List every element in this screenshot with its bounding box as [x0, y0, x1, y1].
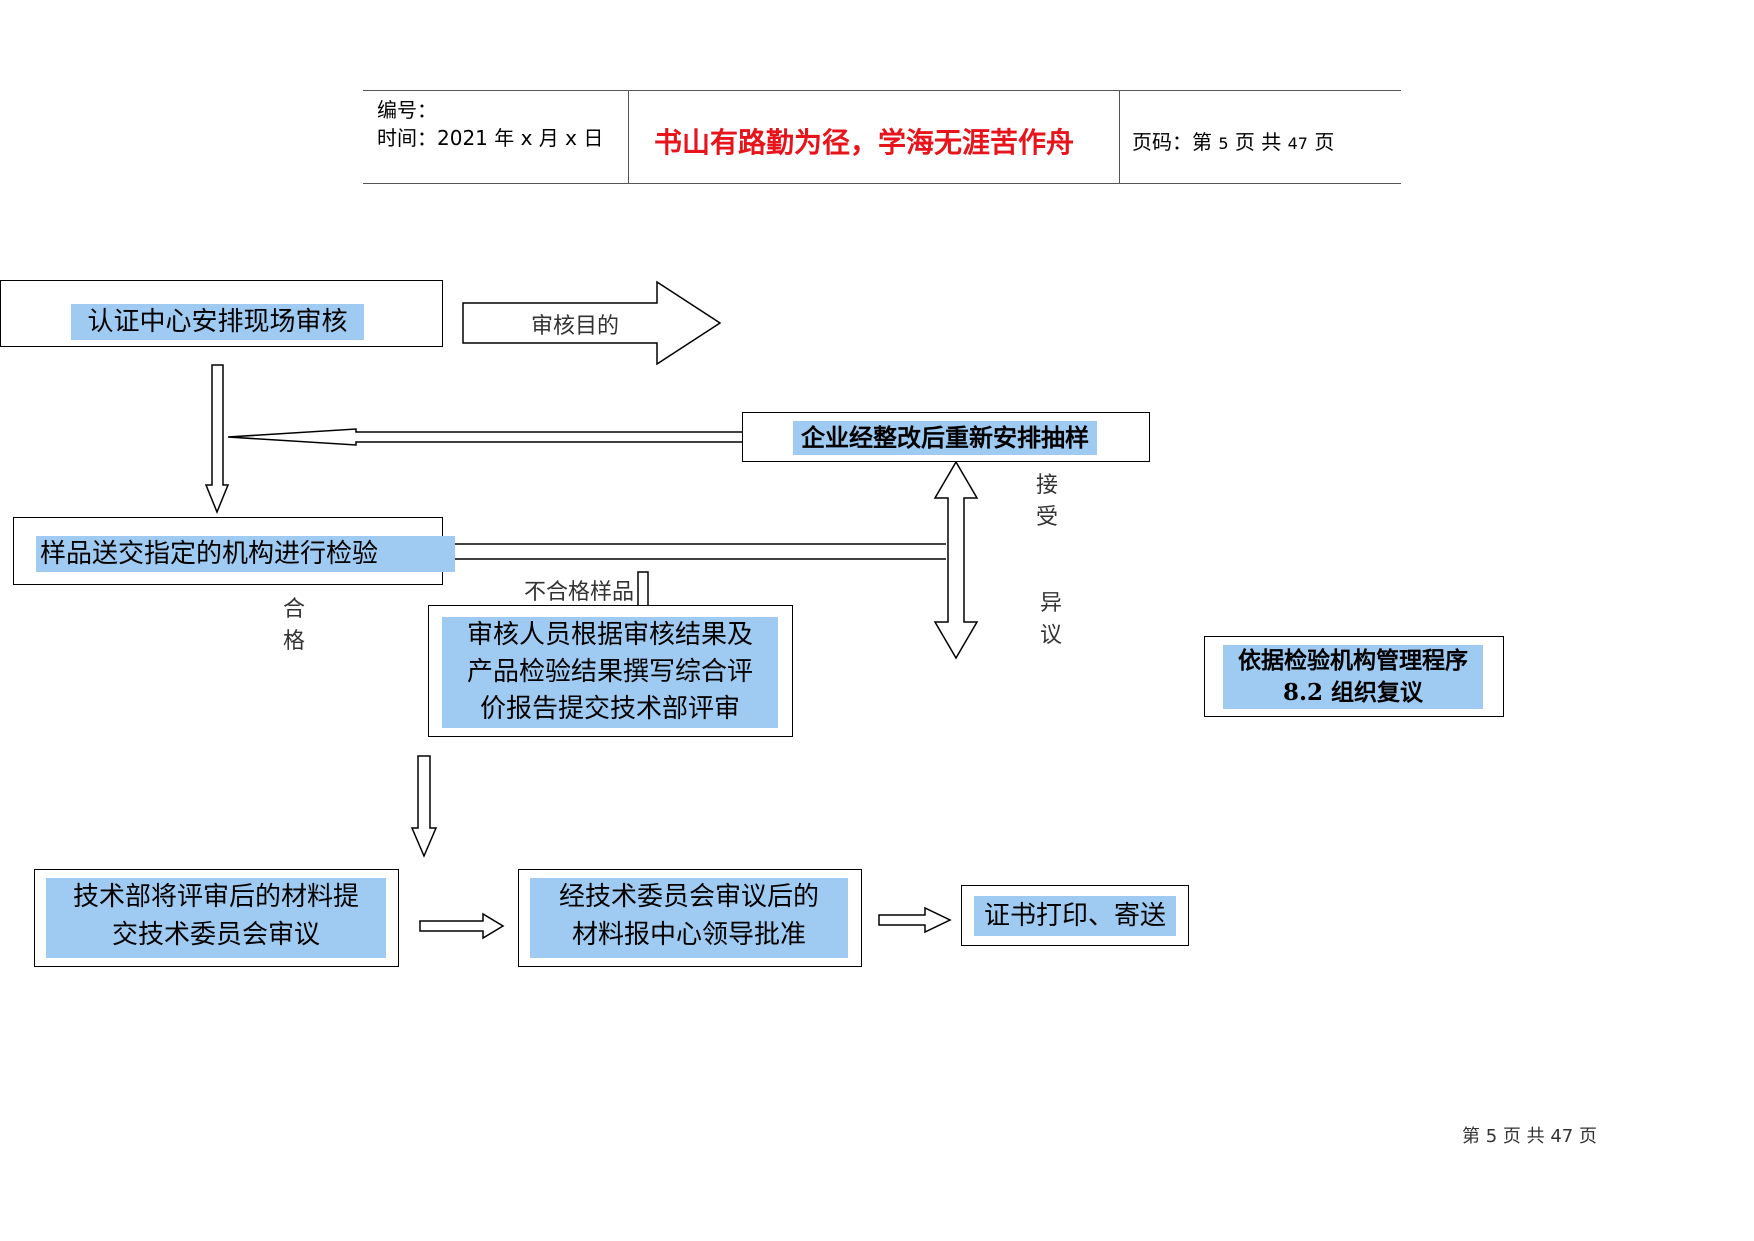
cert-print-text: 证书打印、寄送 [974, 896, 1176, 936]
review-procedure-text-block: 依据检验机构管理程序 8.2 组织复议 [1223, 645, 1483, 709]
tech-submit-line-1: 技术部将评审后的材料提 [72, 882, 359, 912]
header-divider-1 [628, 90, 629, 184]
committee-text-block: 经技术委员会审议后的 材料报中心领导批准 [530, 878, 848, 958]
page-suffix: 页 [1314, 130, 1335, 154]
accept-char-2: 受 [1036, 505, 1059, 530]
audit-purpose-label: 审核目的 [531, 314, 620, 339]
accept-char-1: 接 [1036, 473, 1059, 498]
tech-submit-text-block: 技术部将评审后的材料提 交技术委员会审议 [46, 878, 386, 958]
right-arrow-committee-to-cert [878, 906, 952, 934]
right-arrow-tech-to-committee [419, 912, 505, 940]
resample-text: 企业经整改后重新安排抽样 [793, 421, 1097, 455]
audit-purpose-arrow [462, 280, 722, 366]
onsite-audit-text: 认证中心安排现场审核 [71, 304, 364, 340]
down-arrow-report-to-tech [410, 755, 438, 858]
review-procedure-box: 依据检验机构管理程序 8.2 组织复议 [1204, 636, 1504, 717]
page-number: 5 [1218, 134, 1229, 153]
motto-text: 书山有路勤为径，学海无涯苦作舟 [654, 126, 1075, 159]
header-bottom-rule [363, 183, 1401, 184]
header-divider-2 [1119, 90, 1120, 184]
page-indicator: 页码：第 5 页 共 47 页 [1132, 126, 1334, 155]
header-top-rule [363, 90, 1401, 91]
report-line-1: 审核人员根据审核结果及 [466, 620, 753, 650]
objection-char-2: 议 [1040, 623, 1063, 648]
qualified-label: 合 格 [283, 594, 305, 658]
page-mid: 页 共 [1234, 130, 1282, 154]
report-box: 审核人员根据审核结果及 产品检验结果撰写综合评 价报告提交技术部评审 [428, 605, 793, 737]
committee-line-1: 经技术委员会审议后的 [558, 882, 819, 912]
qualified-char-1: 合 [283, 597, 306, 622]
sample-inspection-text: 样品送交指定的机构进行检验 [36, 536, 455, 572]
doc-time-label: 时间：2021 年 x 月 x 日 [377, 126, 604, 150]
tech-submit-line-2: 交技术委员会审议 [111, 920, 320, 950]
committee-box: 经技术委员会审议后的 材料报中心领导批准 [518, 869, 862, 967]
tech-submit-box: 技术部将评审后的材料提 交技术委员会审议 [34, 869, 399, 967]
footer-page-indicator: 第 5 页 共 47 页 [1462, 1126, 1597, 1147]
onsite-audit-box: 认证中心安排现场审核 [0, 280, 443, 347]
doc-number-label: 编号： [377, 98, 437, 122]
sample-inspection-box: 样品送交指定的机构进行检验 [13, 517, 455, 585]
objection-char-1: 异 [1040, 591, 1063, 616]
review-procedure-line-2: 8.2 组织复议 [1282, 679, 1424, 706]
page-prefix: 页码：第 [1132, 130, 1212, 154]
page-total: 47 [1287, 134, 1308, 153]
review-procedure-line-1: 依据检验机构管理程序 [1238, 647, 1468, 674]
report-line-3: 价报告提交技术部评审 [479, 694, 740, 724]
report-line-2: 产品检验结果撰写综合评 [466, 657, 753, 687]
left-arrow-resample [227, 428, 745, 446]
report-text-block: 审核人员根据审核结果及 产品检验结果撰写综合评 价报告提交技术部评审 [442, 617, 778, 728]
qualified-char-2: 格 [283, 629, 306, 654]
accept-label: 接 受 [1036, 470, 1058, 534]
objection-label: 异 议 [1040, 588, 1062, 652]
down-arrow-audit-to-sample [204, 364, 230, 514]
unqualified-label: 不合格样品 [524, 580, 635, 605]
cert-print-box: 证书打印、寄送 [961, 885, 1189, 946]
double-arrow-accept-objection [933, 460, 979, 660]
committee-line-2: 材料报中心领导批准 [571, 920, 806, 950]
resample-box: 企业经整改后重新安排抽样 [742, 412, 1150, 462]
